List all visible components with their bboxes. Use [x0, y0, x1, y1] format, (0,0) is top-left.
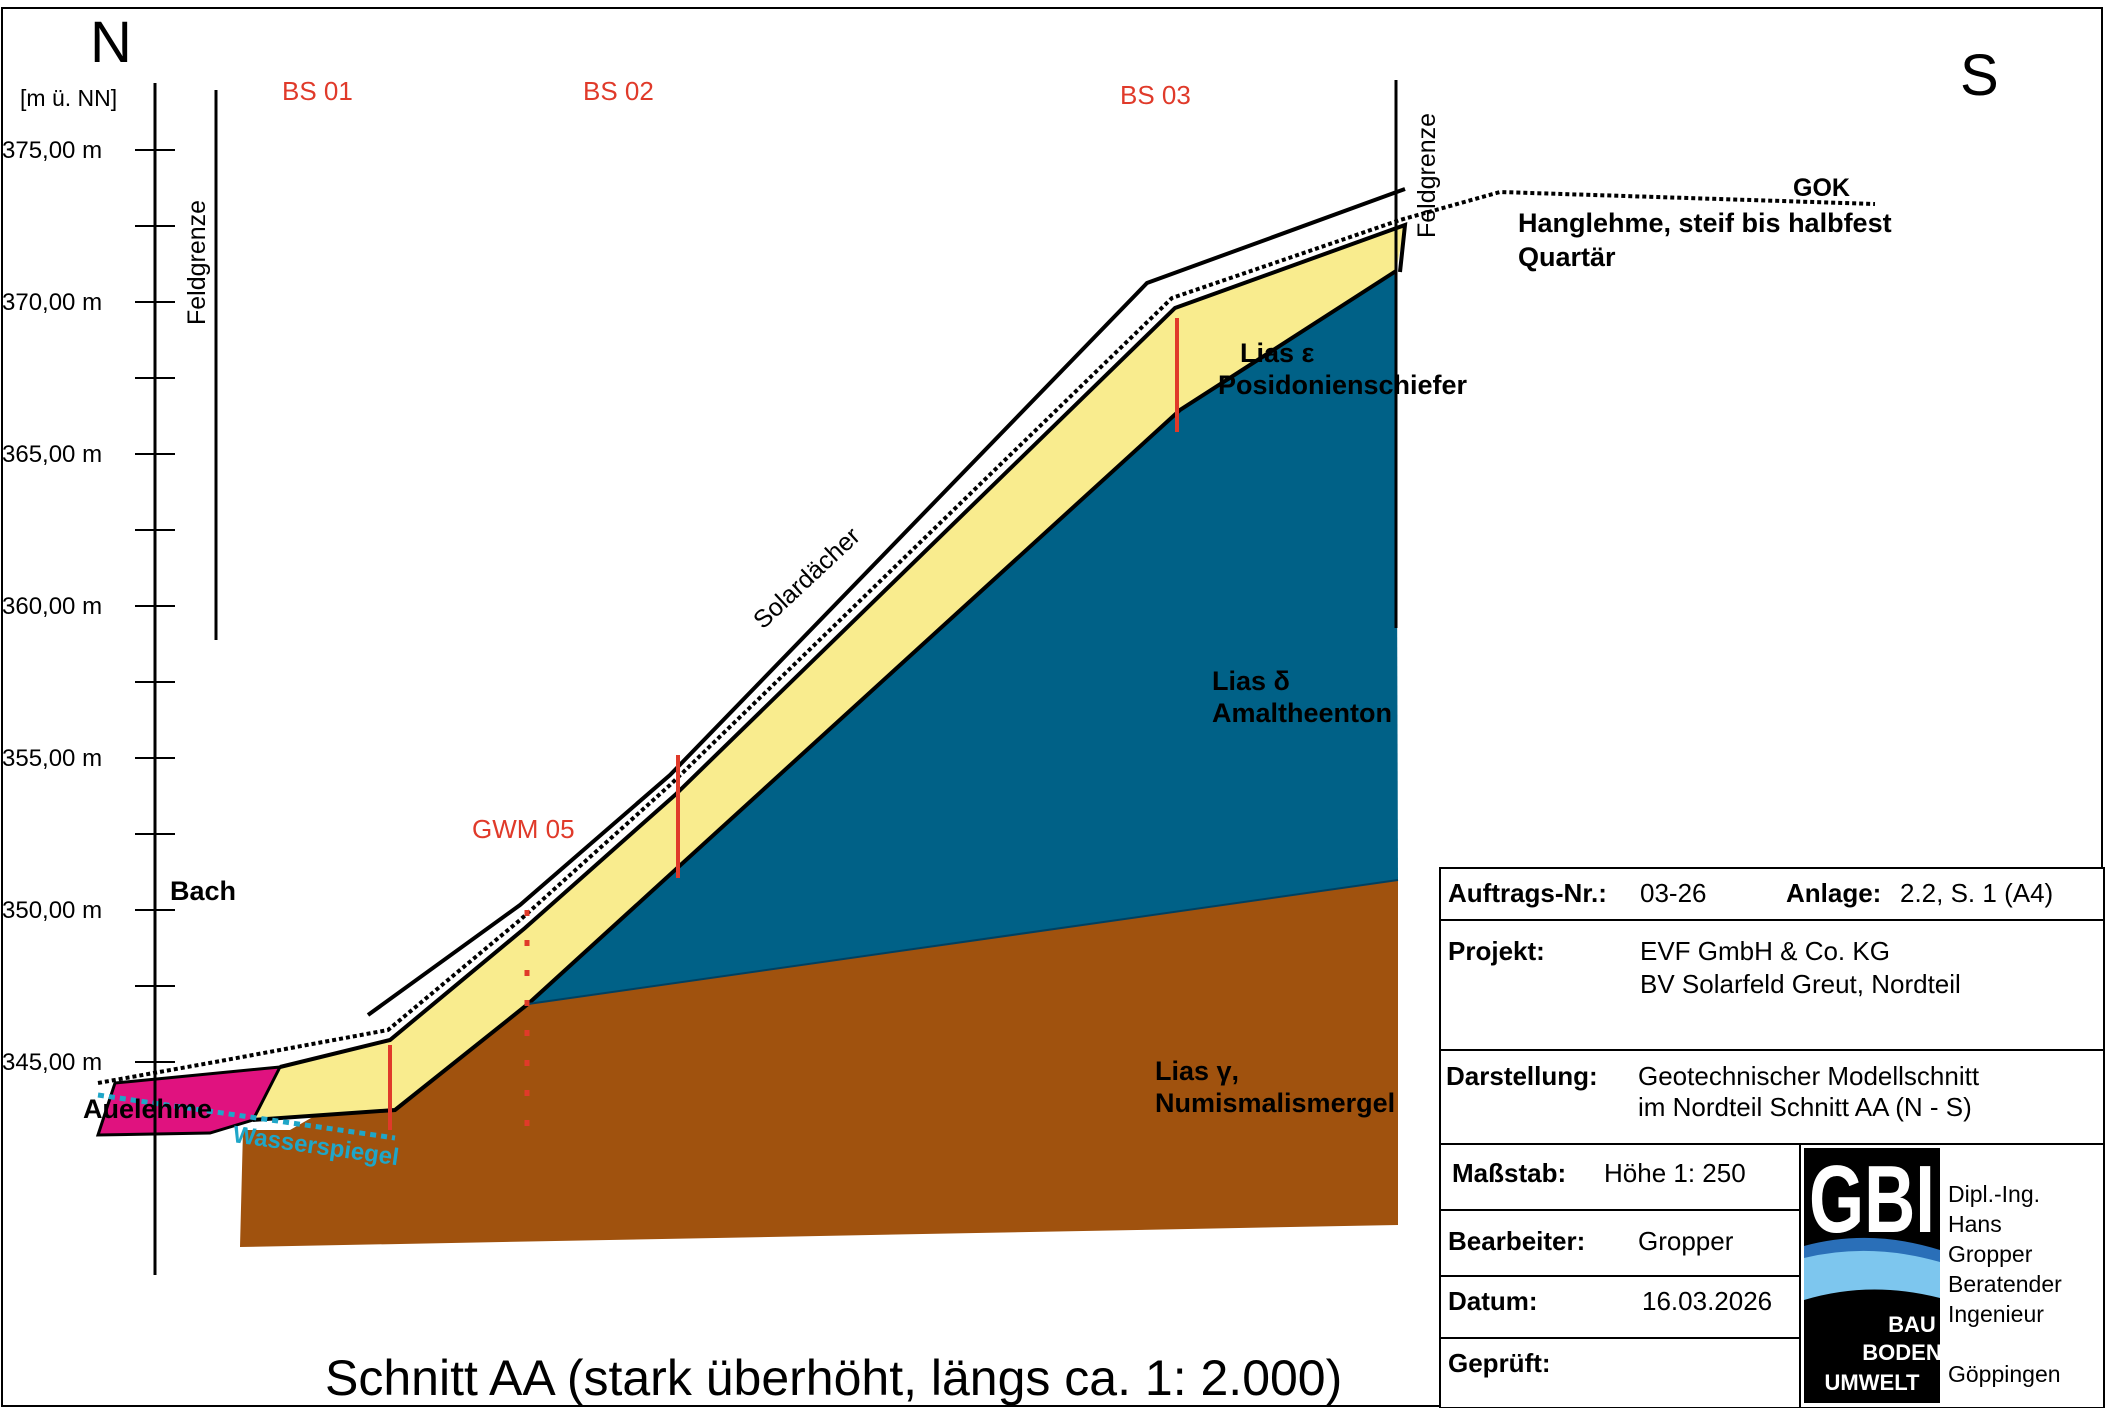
gbi-logo: GBI BAU BODEN UMWELT [1804, 1146, 1942, 1403]
gwm05-label: GWM 05 [472, 814, 575, 844]
tick-label-345: 345,00 m [2, 1049, 102, 1076]
darstellung-line2: im Nordteil Schnitt AA (N - S) [1638, 1092, 1972, 1122]
geprueft-label: Geprüft: [1448, 1348, 1551, 1378]
bs03-label: BS 03 [1120, 80, 1191, 110]
logo-line2: BODEN [1862, 1340, 1941, 1365]
datum-value: 16.03.2026 [1642, 1286, 1772, 1316]
logo-wave [1804, 1247, 1940, 1300]
lias-delta-label: Lias δ [1212, 666, 1290, 696]
company-line3: Gropper [1948, 1241, 2033, 1267]
tick-label-350: 350,00 m [2, 897, 102, 924]
auelehme-label: Auelehme [83, 1094, 212, 1124]
south-label: S [1960, 43, 1999, 108]
lias-epsilon-label: Lias ε [1240, 338, 1315, 368]
quartaer-label: Quartär [1518, 242, 1616, 272]
lias-gamma-layer [240, 880, 1398, 1247]
tick-label-355: 355,00 m [2, 745, 102, 772]
delta-gamma-boundary [527, 879, 1399, 1005]
lias-delta-layer [528, 271, 1398, 1004]
lias-gamma-label: Lias γ, [1155, 1056, 1239, 1086]
company-line1: Dipl.-Ing. [1948, 1181, 2040, 1207]
page-frame [1, 7, 2103, 1407]
solardaecher-label: Solardächer [748, 522, 866, 634]
company-line6: Göppingen [1948, 1361, 2061, 1387]
logo-letters: GBI [1809, 1146, 1935, 1253]
bs02-label: BS 02 [583, 76, 654, 106]
tick-label-360: 360,00 m [2, 593, 102, 620]
numismalismergel-label: Numismalismergel [1155, 1088, 1395, 1118]
axis-unit-label: [m ü. NN] [20, 85, 117, 111]
hanglehme-layer [253, 225, 1405, 1120]
projekt-label: Projekt: [1448, 936, 1545, 966]
datum-label: Datum: [1448, 1286, 1538, 1316]
massstab-value: Höhe 1: 250 [1604, 1158, 1746, 1188]
company-line5: Ingenieur [1948, 1301, 2044, 1327]
posidonienschiefer-label: Posidonienschiefer [1218, 370, 1468, 400]
anlage-label: Anlage: [1786, 878, 1881, 908]
bs01-label: BS 01 [282, 76, 353, 106]
tick-label-375: 375,00 m [2, 137, 102, 164]
logo-wave-dark [1804, 1237, 1940, 1262]
ground-surface-gok-line [97, 189, 1876, 1085]
elevation-tick-labels: 375,00 m 370,00 m 365,00 m 360,00 m 355,… [2, 137, 102, 1076]
darstellung-line1: Geotechnischer Modellschnitt [1638, 1061, 1980, 1091]
gok-label: GOK [1793, 174, 1850, 202]
company-line4: Beratender [1948, 1271, 2062, 1297]
auftrag-value: 03-26 [1640, 878, 1707, 908]
auftrag-label: Auftrags-Nr.: [1448, 878, 1607, 908]
tick-label-370: 370,00 m [2, 289, 102, 316]
amaltheenton-label: Amaltheenton [1212, 698, 1392, 728]
projekt-line1: EVF GmbH & Co. KG [1640, 936, 1890, 966]
anlage-value: 2.2, S. 1 (A4) [1900, 878, 2053, 908]
bearbeiter-label: Bearbeiter: [1448, 1226, 1585, 1256]
auelehme-layer [95, 1065, 283, 1137]
title-block [1439, 867, 2105, 1408]
hanglehme-label: Hanglehme, steif bis halbfest [1518, 208, 1892, 238]
bach-label: Bach [170, 876, 236, 906]
darstellung-label: Darstellung: [1446, 1061, 1598, 1091]
massstab-label: Maßstab: [1452, 1158, 1566, 1188]
feldgrenze-right-label: Feldgrenze [1413, 113, 1441, 238]
feldgrenze-left-label: Feldgrenze [183, 200, 211, 325]
logo-line3: UMWELT [1825, 1370, 1920, 1395]
company-line2: Hans [1948, 1211, 2002, 1237]
hanglehme-top-outline [279, 222, 1408, 1069]
elevation-tick-marks [135, 149, 175, 1063]
projekt-line2: BV Solarfeld Greut, Nordteil [1640, 969, 1961, 999]
logo-line1: BAU [1888, 1312, 1936, 1337]
solar-roofs-line [366, 187, 1406, 1017]
tick-label-365: 365,00 m [2, 441, 102, 468]
bearbeiter-value: Gropper [1638, 1226, 1734, 1256]
section-title: Schnitt AA (stark überhöht, längs ca. 1:… [325, 1350, 1342, 1406]
north-label: N [90, 10, 132, 75]
